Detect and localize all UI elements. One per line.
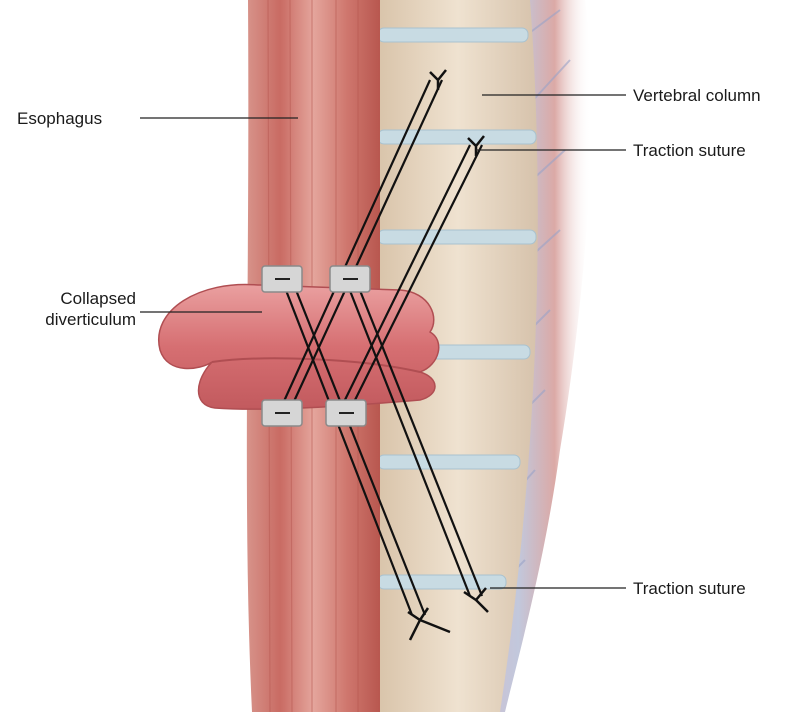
- label-collapsed-diverticulum: Collapsed diverticulum: [14, 288, 136, 330]
- label-esophagus: Esophagus: [17, 108, 102, 129]
- label-traction-suture-bottom: Traction suture: [633, 578, 746, 599]
- label-traction-suture-top: Traction suture: [633, 140, 746, 161]
- label-collapsed-line1: Collapsed: [14, 288, 136, 309]
- label-collapsed-line2: diverticulum: [14, 309, 136, 330]
- label-vertebral-column: Vertebral column: [633, 85, 761, 106]
